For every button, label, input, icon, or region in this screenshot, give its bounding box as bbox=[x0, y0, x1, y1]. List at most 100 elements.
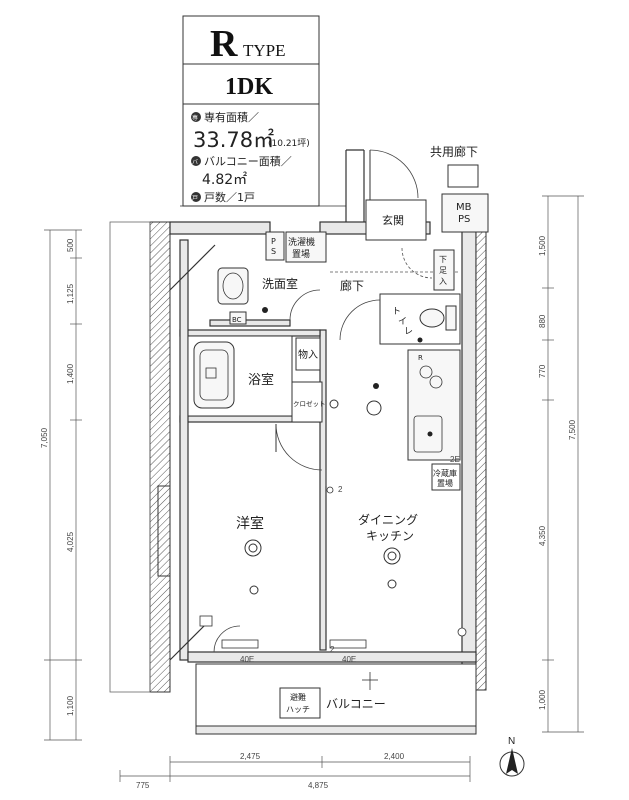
entrance: 玄関 bbox=[365, 199, 433, 279]
title-box: R TYPE 1DK 専 専有面積／ 33.78㎡ (10.21坪) バ バルコ… bbox=[182, 15, 320, 207]
bathtub bbox=[193, 341, 235, 409]
dimensions-bottom: 2,475 2,400 775 4,875 bbox=[119, 752, 471, 790]
compass: N bbox=[499, 736, 525, 777]
units-label: 戸数／1戸 bbox=[204, 191, 255, 204]
balcony: 避難 ハッチ バルコニー bbox=[195, 663, 477, 735]
layout-label: 1DK bbox=[225, 74, 273, 100]
shoe-box: 下 足 入 bbox=[433, 249, 455, 291]
ps-text-2: S bbox=[271, 247, 276, 256]
aircon-west bbox=[221, 639, 259, 649]
common-corridor-label: 共用廊下 bbox=[430, 144, 478, 159]
dim-left-1125: 1,125 bbox=[66, 283, 75, 304]
dim-right-1000: 1,000 bbox=[538, 689, 547, 710]
private-area-tsubo: (10.21坪) bbox=[268, 138, 310, 149]
dining-kitchen: ダイニング キッチン bbox=[325, 383, 418, 649]
ps-shaft bbox=[265, 231, 285, 261]
burner-2-icon bbox=[429, 375, 443, 389]
ps-label: PS bbox=[458, 214, 470, 225]
sink-icon bbox=[413, 415, 443, 453]
hallway: 廊下 bbox=[330, 271, 460, 341]
dim-bottom-4875: 4,875 bbox=[308, 781, 329, 790]
laundry-text-1: 洗濯機 bbox=[288, 236, 315, 248]
counter bbox=[407, 349, 461, 461]
shoe-text-1: 下 bbox=[439, 255, 447, 264]
mb-label: MB bbox=[456, 202, 472, 213]
western-room-label: 洋室 bbox=[236, 515, 264, 532]
meter-box bbox=[447, 164, 479, 188]
toilet-text-3: レ bbox=[404, 327, 413, 337]
dim-right-4350: 4,350 bbox=[538, 525, 547, 546]
common-corridor-area: 共用廊下 MB PS bbox=[369, 144, 489, 233]
private-area-value: 33.78㎡ bbox=[193, 128, 274, 152]
compass-arrow-icon bbox=[506, 748, 518, 774]
toilet-text-1: ト bbox=[392, 307, 401, 317]
balcony-label: バルコニー bbox=[326, 697, 386, 711]
refuge-hatch bbox=[279, 687, 321, 719]
marker-balcony-icon bbox=[191, 156, 201, 166]
label-2b: 2 bbox=[330, 645, 335, 654]
dim-left-7050: 7,050 bbox=[40, 427, 49, 448]
closet: クロゼット bbox=[275, 381, 326, 471]
marker-units-icon bbox=[191, 192, 201, 202]
dim-right-7500: 7,500 bbox=[568, 419, 577, 440]
toilet-bowl-icon bbox=[419, 308, 445, 328]
kitchen-counter: R 冷蔵庫 置場 2E bbox=[407, 349, 467, 637]
washroom-door-arc bbox=[289, 289, 321, 321]
ps-laundry: P S 洗濯機 置場 bbox=[265, 231, 327, 263]
dining-label-2: キッチン bbox=[366, 529, 414, 543]
bathroom: 浴室 bbox=[187, 335, 293, 417]
dim-left-4025: 4,025 bbox=[66, 531, 75, 552]
marker-private-icon bbox=[191, 112, 201, 122]
laundry-space bbox=[285, 231, 327, 263]
dim-right-880: 880 bbox=[538, 314, 547, 328]
dimensions-left: 7,050 500 1,125 1,400 4,025 1,100 bbox=[40, 229, 82, 741]
dim-right-1500: 1,500 bbox=[538, 235, 547, 256]
refuge-text-1: 避難 bbox=[290, 692, 306, 702]
aircon-dining bbox=[329, 639, 367, 649]
dim-bottom-775: 775 bbox=[136, 781, 150, 790]
dim-bottom-2475: 2,475 bbox=[240, 752, 261, 761]
balcony-area-value: 4.82㎡ bbox=[202, 172, 247, 188]
private-area-label: 専有面積／ bbox=[204, 110, 259, 124]
balcony-area-label: バルコニー面積／ bbox=[204, 154, 292, 168]
entrance-door-arc bbox=[401, 247, 433, 279]
closet-door-arc bbox=[275, 423, 323, 471]
r-label: R bbox=[418, 354, 423, 362]
ps-text-1: P bbox=[271, 237, 276, 246]
bc-box bbox=[229, 311, 247, 325]
shoe-cabinet bbox=[433, 249, 455, 291]
burner-1-icon bbox=[419, 365, 433, 379]
west-door-arc bbox=[213, 625, 241, 653]
dim-left-500: 500 bbox=[66, 238, 75, 252]
fridge-text-2: 置場 bbox=[437, 478, 453, 488]
shoe-text-3: 入 bbox=[439, 277, 447, 286]
washroom: 洗面室 BC bbox=[217, 267, 321, 325]
fridge-space bbox=[431, 463, 461, 491]
type-word: TYPE bbox=[243, 41, 286, 60]
label-40e-a: 40E bbox=[240, 655, 254, 664]
washroom-label: 洗面室 bbox=[262, 276, 298, 291]
corridor-door-arc bbox=[369, 149, 419, 199]
dim-bottom-2400: 2,400 bbox=[384, 752, 405, 761]
laundry-text-2: 置場 bbox=[292, 248, 310, 260]
dim-left-1400: 1,400 bbox=[66, 363, 75, 384]
dining-label-1: ダイニング bbox=[358, 512, 418, 527]
compass-n-label: N bbox=[508, 736, 515, 747]
dim-right-770: 770 bbox=[538, 364, 547, 378]
hallway-label: 廊下 bbox=[340, 278, 364, 293]
toilet: ト イ レ bbox=[379, 293, 461, 345]
toilet-text-2: イ bbox=[398, 317, 407, 327]
label-2e: 2E bbox=[450, 455, 460, 464]
refuge-text-2: ハッチ bbox=[286, 705, 310, 714]
closet-label: クロゼット bbox=[293, 399, 326, 408]
western-room: 洋室 bbox=[157, 485, 264, 653]
marker-units-text: 戸 bbox=[192, 195, 198, 202]
storage: 物入 bbox=[295, 337, 321, 371]
dimensions-right: 1,500 880 770 4,350 1,000 7,500 bbox=[538, 195, 584, 733]
toilet-tank bbox=[445, 305, 457, 331]
hall-door-arc bbox=[339, 299, 381, 341]
washroom-light-icon bbox=[262, 307, 268, 313]
fridge-text-1: 冷蔵庫 bbox=[433, 468, 457, 478]
type-letter: R bbox=[210, 23, 238, 65]
